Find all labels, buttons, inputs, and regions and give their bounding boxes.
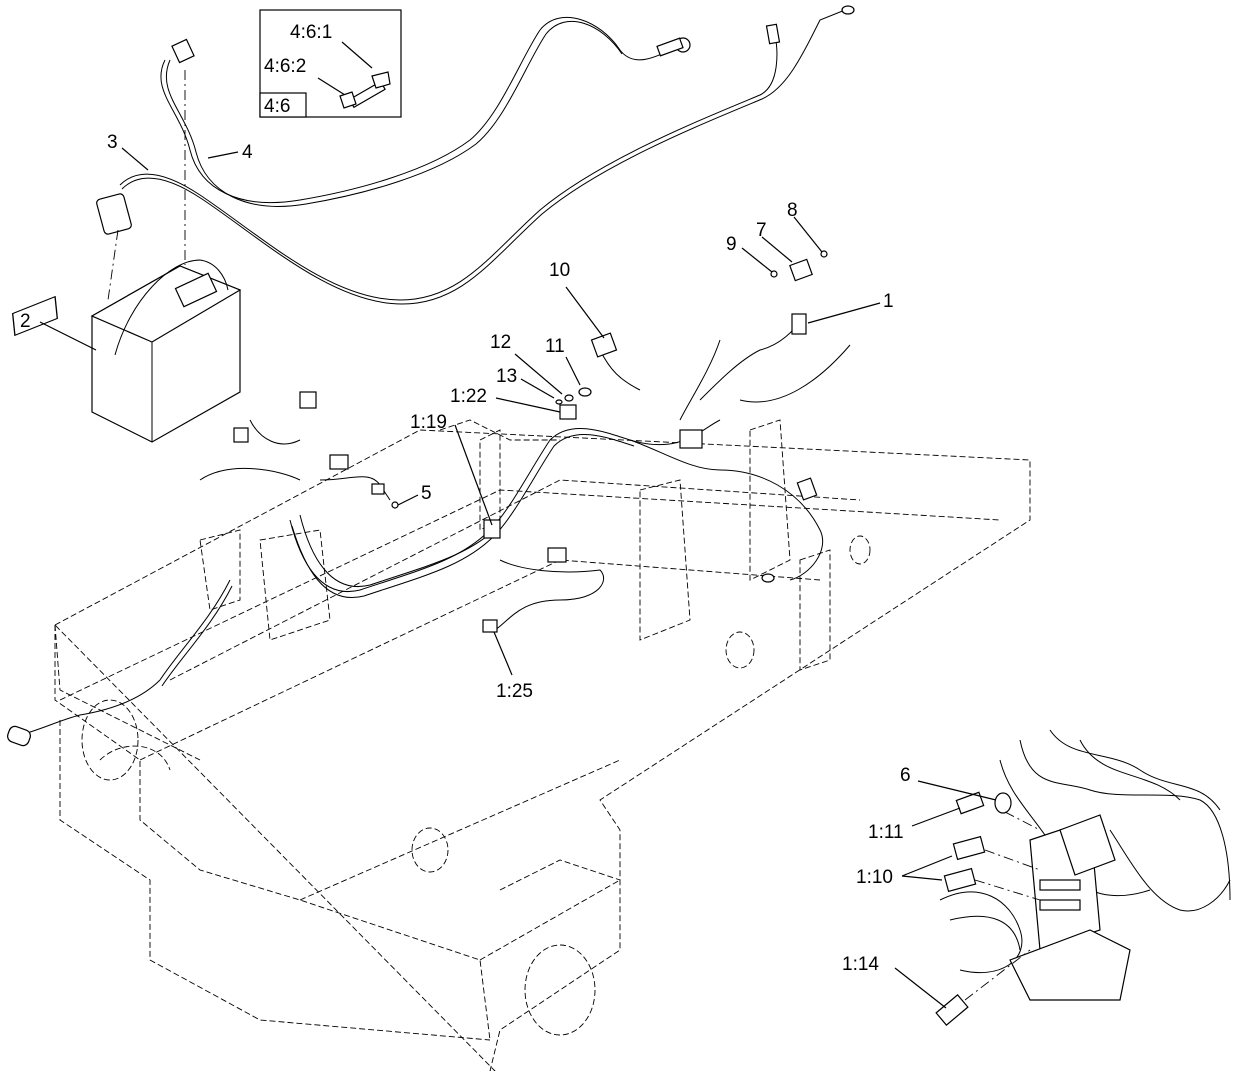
callout-9: 9	[726, 234, 737, 255]
battery-cables	[96, 5, 855, 305]
inset-box: 4:6:1 4:6:2 4:6	[259, 9, 402, 118]
callout-1-19: 1:19	[410, 412, 447, 433]
callout-2: 2	[20, 311, 31, 332]
inset-box-label: 4:6	[264, 96, 290, 117]
bolt-part	[339, 71, 391, 109]
callout-11: 11	[545, 336, 565, 357]
callout-7: 7	[756, 220, 767, 241]
callout-4-6-1: 4:6:1	[290, 22, 332, 43]
callout-5: 5	[421, 483, 432, 504]
wire-harness	[7, 250, 851, 747]
callout-4: 4	[242, 142, 253, 163]
callout-1-10: 1:10	[856, 867, 893, 888]
chassis-frame	[54, 419, 1031, 1071]
callout-1-11: 1:11	[868, 822, 904, 843]
battery	[11, 259, 242, 443]
callout-1-14: 1:14	[842, 954, 879, 975]
callout-12: 12	[490, 332, 511, 353]
callout-labels: 1 2 3 4 5 6 7 8 9 10 11 12 13 1:22 1:19 …	[20, 132, 911, 975]
callout-3: 3	[107, 132, 118, 153]
callout-1-22: 1:22	[450, 386, 487, 407]
callout-13: 13	[496, 366, 517, 387]
callout-10: 10	[549, 260, 570, 281]
callout-8: 8	[787, 200, 798, 221]
callout-6: 6	[900, 765, 911, 786]
fuse-detail-view	[935, 729, 1231, 1026]
callout-4-6-2: 4:6:2	[264, 56, 306, 77]
callout-1-25: 1:25	[496, 681, 533, 702]
leader-lines	[39, 147, 997, 1009]
callout-1: 1	[883, 291, 894, 312]
